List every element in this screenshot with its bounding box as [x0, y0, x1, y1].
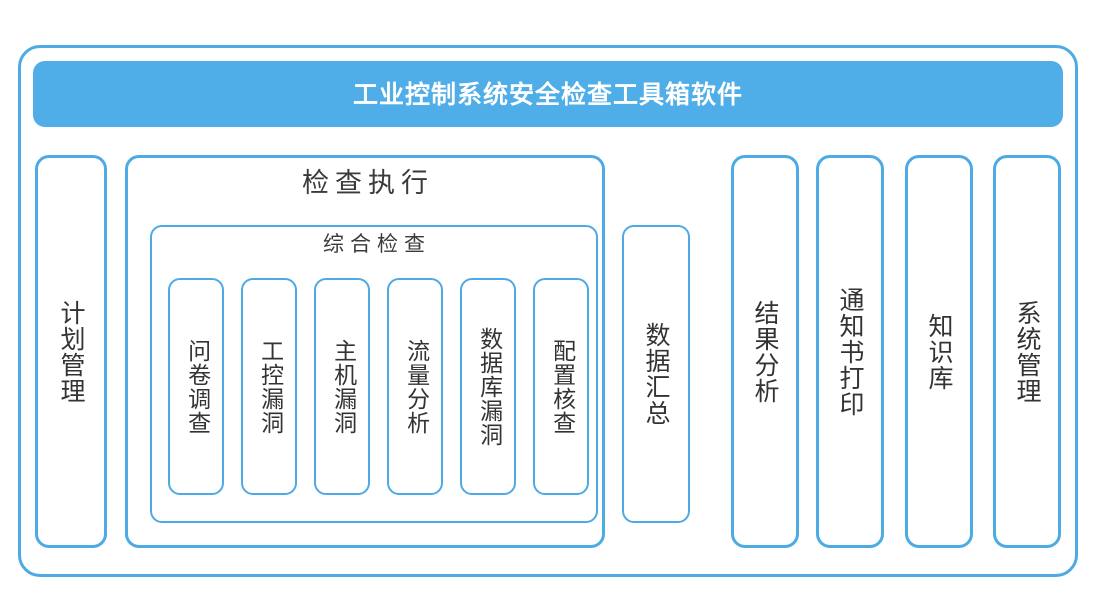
group-comprehensive-check-caption: 综合检查	[323, 232, 431, 256]
submodule-traffic-analysis-label-wrap: 流量分析	[389, 280, 441, 493]
module-result-analysis-label: 结果分析	[751, 299, 780, 404]
module-plan-management[interactable]: 计划管理	[35, 155, 107, 548]
module-system-management[interactable]: 系统管理	[993, 155, 1061, 548]
submodule-questionnaire-survey[interactable]: 问卷调查	[168, 278, 224, 495]
submodule-ics-vulnerability-label: 工控漏洞	[256, 338, 283, 435]
module-result-analysis[interactable]: 结果分析	[731, 155, 799, 548]
module-plan-management-label: 计划管理	[57, 299, 86, 404]
submodule-data-summary-label: 数据汇总	[642, 322, 671, 426]
module-knowledge-base-label: 知识库	[925, 312, 954, 391]
module-knowledge-base[interactable]: 知识库	[905, 155, 973, 548]
module-notice-printing[interactable]: 通知书打印	[816, 155, 884, 548]
submodule-data-summary-label-wrap: 数据汇总	[624, 227, 688, 521]
submodule-host-vulnerability[interactable]: 主机漏洞	[314, 278, 370, 495]
module-check-execution-caption: 检查执行	[302, 168, 434, 199]
module-notice-printing-label: 通知书打印	[836, 286, 865, 417]
submodule-database-vulnerability-label: 数据库漏洞	[475, 326, 502, 447]
submodule-database-vulnerability[interactable]: 数据库漏洞	[460, 278, 516, 495]
submodule-questionnaire-survey-label-wrap: 问卷调查	[170, 280, 222, 493]
submodule-configuration-audit-label-wrap: 配置核查	[535, 280, 587, 493]
group-comprehensive-check[interactable]	[150, 225, 598, 523]
submodule-questionnaire-survey-label: 问卷调查	[183, 338, 210, 435]
submodule-database-vulnerability-label-wrap: 数据库漏洞	[462, 280, 514, 493]
submodule-host-vulnerability-label-wrap: 主机漏洞	[316, 280, 368, 493]
module-result-analysis-label-wrap: 结果分析	[734, 158, 796, 545]
submodule-ics-vulnerability[interactable]: 工控漏洞	[241, 278, 297, 495]
submodule-data-summary[interactable]: 数据汇总	[622, 225, 690, 523]
module-plan-management-label-wrap: 计划管理	[38, 158, 104, 545]
submodule-traffic-analysis-label: 流量分析	[402, 338, 429, 435]
module-system-management-label-wrap: 系统管理	[996, 158, 1058, 545]
title-bar: 工业控制系统安全检查工具箱软件	[33, 61, 1063, 127]
module-notice-printing-label-wrap: 通知书打印	[819, 158, 881, 545]
submodule-host-vulnerability-label: 主机漏洞	[329, 338, 356, 435]
module-system-management-label: 系统管理	[1013, 299, 1042, 404]
submodule-ics-vulnerability-label-wrap: 工控漏洞	[243, 280, 295, 493]
module-knowledge-base-label-wrap: 知识库	[908, 158, 970, 545]
submodule-traffic-analysis[interactable]: 流量分析	[387, 278, 443, 495]
submodule-configuration-audit-label: 配置核查	[548, 338, 575, 435]
page-title: 工业控制系统安全检查工具箱软件	[352, 79, 743, 109]
submodule-configuration-audit[interactable]: 配置核查	[533, 278, 589, 495]
